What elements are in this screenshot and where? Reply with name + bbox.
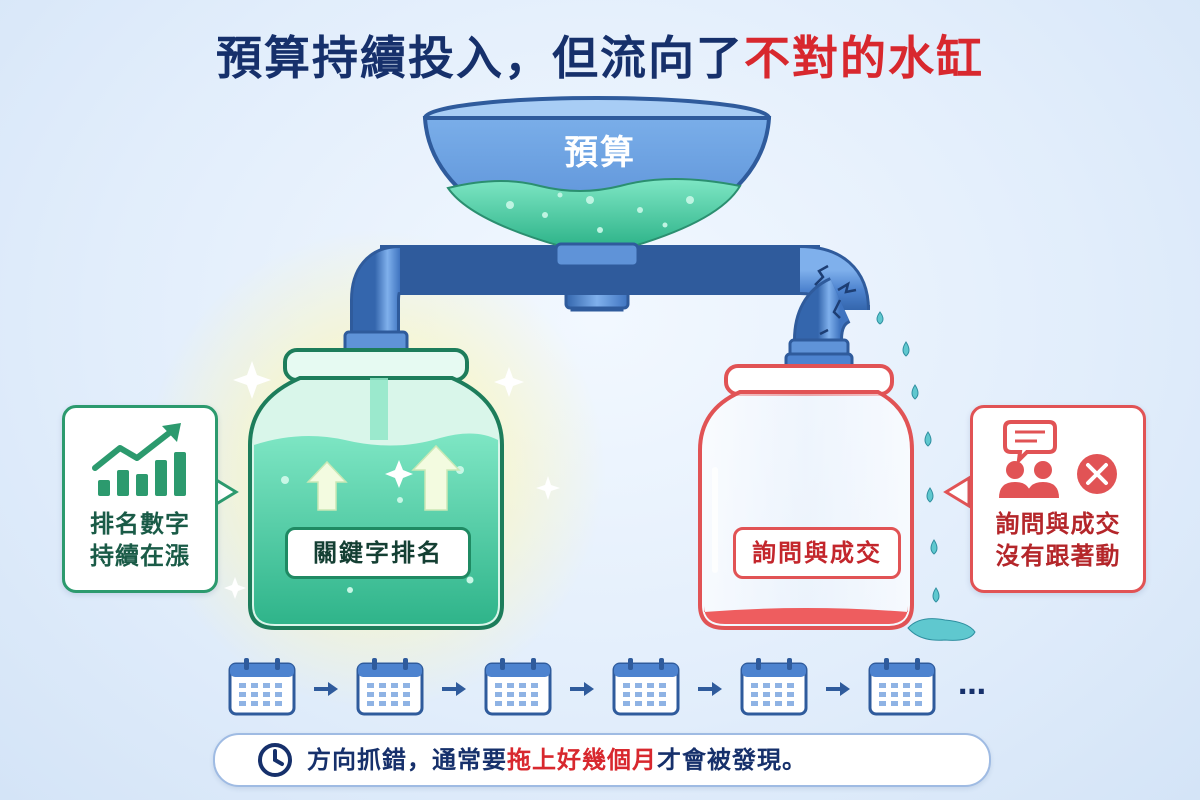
callout-inquiry-line-2: 沒有跟著動 [995,542,1121,570]
arrow-right-icon [826,682,850,696]
sparkle-icon [494,367,524,397]
jar-label-inquiry: 詢問與成交 [733,527,901,579]
timeline-ellipsis: … [958,668,986,701]
arrow-right-icon [314,682,338,696]
calendar-icon [740,658,808,716]
callout-ranking-text: 排名數字 持續在漲 [65,508,215,572]
funnel [422,96,772,268]
arrow-right-icon [570,682,594,696]
water-drips [876,311,976,641]
calendar-icon [356,658,424,716]
inquiry-icons [999,420,1117,498]
crack-icon [814,264,842,336]
title-part-1: 預算持續投入，但流向了 [216,31,744,85]
callout-ranking: 排名數字 持續在漲 [62,405,218,593]
left-jar [248,348,504,630]
chat-bubble-icon [1003,420,1057,466]
funnel-label: 預算 [564,133,636,173]
bottom-message-bar: 方向抓錯，通常要拖上好幾個月才會被發現。 [213,733,991,787]
calendar-icon [484,658,552,716]
bottom-message-part-1: 方向抓錯，通常要 [307,746,507,774]
right-jar [698,364,914,630]
callout-pointer-right [943,475,971,509]
people-icon [999,461,1059,498]
arrow-up-icon [306,444,461,511]
clock-icon [258,743,292,777]
calendar-icon [228,658,296,716]
callout-inquiry-text: 詢問與成交 沒有跟著動 [973,508,1143,572]
sparkle-icon [224,577,246,599]
page-title: 預算持續投入，但流向了不對的水缸 [0,22,1200,88]
arrow-right-icon [442,682,466,696]
callout-inquiry-line-1: 詢問與成交 [995,510,1121,538]
calendar-icon [868,658,936,716]
bar-chart-up-icon [92,423,186,496]
callout-ranking-line-2: 持續在漲 [90,542,190,570]
timeline [228,658,936,716]
title-highlight: 不對的水缸 [744,31,984,85]
calendar-icon [612,658,680,716]
sparkle-icon [233,361,271,399]
arrow-right-icon [698,682,722,696]
puddle [907,618,976,641]
bottom-message-part-3: 才會被發現。 [657,746,807,774]
jar-label-keyword-ranking: 關鍵字排名 [285,527,471,579]
callout-inquiry: 詢問與成交 沒有跟著動 [970,405,1146,593]
bottom-message: 方向抓錯，通常要拖上好幾個月才會被發現。 [307,735,807,785]
x-circle-icon [1077,454,1117,494]
bottom-message-highlight: 拖上好幾個月 [507,746,657,774]
callout-ranking-line-1: 排名數字 [90,510,190,538]
sparkle-icon [536,476,560,500]
